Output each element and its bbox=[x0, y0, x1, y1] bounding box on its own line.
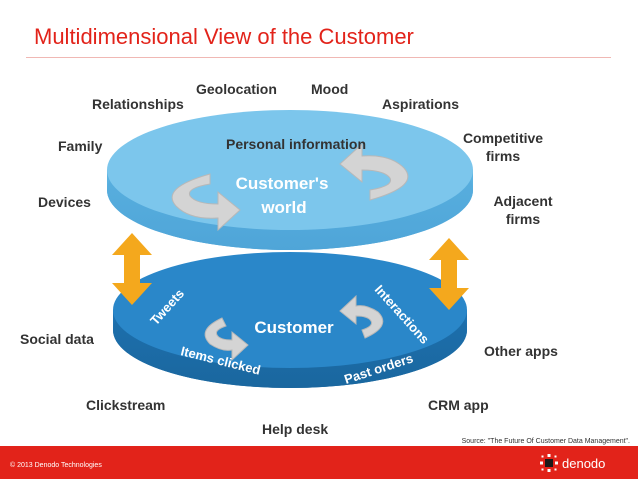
title-divider bbox=[26, 57, 611, 58]
devices-label: Devices bbox=[38, 194, 91, 210]
competitive-label-line1: Competitive bbox=[463, 130, 543, 146]
competitive-label-line2: firms bbox=[486, 148, 520, 164]
customer-center-label: Customer bbox=[254, 318, 334, 337]
footer-bar: © 2013 Denodo Technologies bbox=[0, 446, 638, 479]
top-disc bbox=[107, 110, 473, 250]
social-data-label: Social data bbox=[20, 331, 94, 347]
slide-title: Multidimensional View of the Customer bbox=[34, 24, 414, 49]
copyright-text: © 2013 Denodo Technologies bbox=[10, 462, 102, 469]
customers-world-line2: world bbox=[260, 198, 306, 217]
family-label: Family bbox=[58, 138, 103, 154]
customers-world-line1: Customer's bbox=[236, 174, 329, 193]
crm-app-label: CRM app bbox=[428, 397, 489, 413]
personal-information-label: Personal information bbox=[226, 136, 366, 152]
denodo-logo: denodo bbox=[540, 454, 605, 472]
other-apps-label: Other apps bbox=[484, 343, 558, 359]
aspirations-label: Aspirations bbox=[382, 96, 459, 112]
adjacent-label-line1: Adjacent bbox=[493, 193, 552, 209]
bottom-cycle-arrows bbox=[204, 294, 384, 362]
top-cycle-arrows bbox=[171, 142, 409, 232]
adjacent-label-line2: firms bbox=[506, 211, 540, 227]
geolocation-label: Geolocation bbox=[196, 81, 277, 97]
logo-text: denodo bbox=[562, 455, 606, 471]
relationships-label: Relationships bbox=[92, 96, 184, 112]
right-orange-arrow bbox=[429, 238, 469, 310]
mood-label: Mood bbox=[311, 81, 348, 97]
source-citation: Source: "The Future Of Customer Data Man… bbox=[457, 437, 634, 446]
denodo-logo-icon bbox=[540, 454, 558, 472]
clickstream-label: Clickstream bbox=[86, 397, 165, 413]
left-orange-arrow bbox=[112, 233, 152, 305]
customer-diagram: Personal information Customer's world Cu… bbox=[20, 81, 558, 437]
help-desk-label: Help desk bbox=[262, 421, 328, 437]
